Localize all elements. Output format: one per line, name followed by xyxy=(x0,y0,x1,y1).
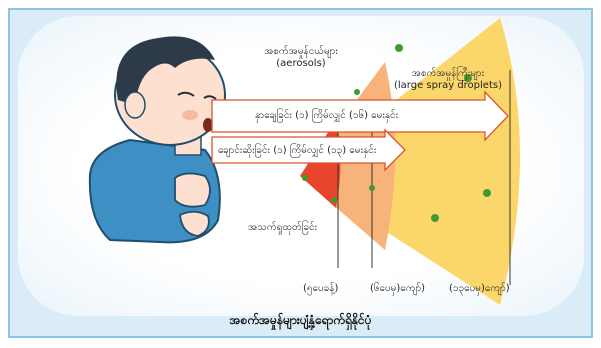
droplet-dot-icon xyxy=(354,89,360,95)
aerosols-english-label: (aerosols) xyxy=(254,58,348,70)
droplet-dot-icon xyxy=(483,189,491,197)
aerosols-label: အစက်အမှုန်ငယ်များ xyxy=(254,46,348,58)
exhale-label: အသက်ရှုထုတ်ခြင်း xyxy=(248,222,317,234)
droplet-dot-icon xyxy=(369,185,375,191)
sneeze-arrow-label: နှာချေခြင်း (၁) ကြိမ်လျှင် (၁၆) မေးနှင်း xyxy=(255,108,398,123)
diagram-caption: အစက်အမှုန်များပျံ့နှံ့ရောက်ရှိနိုင်ပုံ xyxy=(0,312,601,330)
spray-cone-inner xyxy=(300,120,341,208)
droplet-dot-icon xyxy=(431,214,439,222)
droplet-dot-icon xyxy=(302,175,308,181)
large-droplets-label: အစက်အမှုန်ကြီးများ xyxy=(394,68,502,80)
droplet-dot-icon xyxy=(395,44,403,52)
droplet-dot-icon xyxy=(331,197,337,203)
distance-label-2: (၆ပေမှ)ကျော်) xyxy=(370,283,425,295)
person-coughing-icon xyxy=(90,36,225,242)
distance-label-3: (၁၃ပေမှ)ကျော်) xyxy=(449,283,510,295)
large-droplets-english-label: (large spray droplets) xyxy=(394,80,502,92)
cough-arrow-label: ချောင်းဆိုးခြင်း (၁) ကြိမ်လျှင် (၁၃) မေး… xyxy=(218,143,376,158)
distance-label-1: (၅ပေခန့်) xyxy=(303,283,338,295)
